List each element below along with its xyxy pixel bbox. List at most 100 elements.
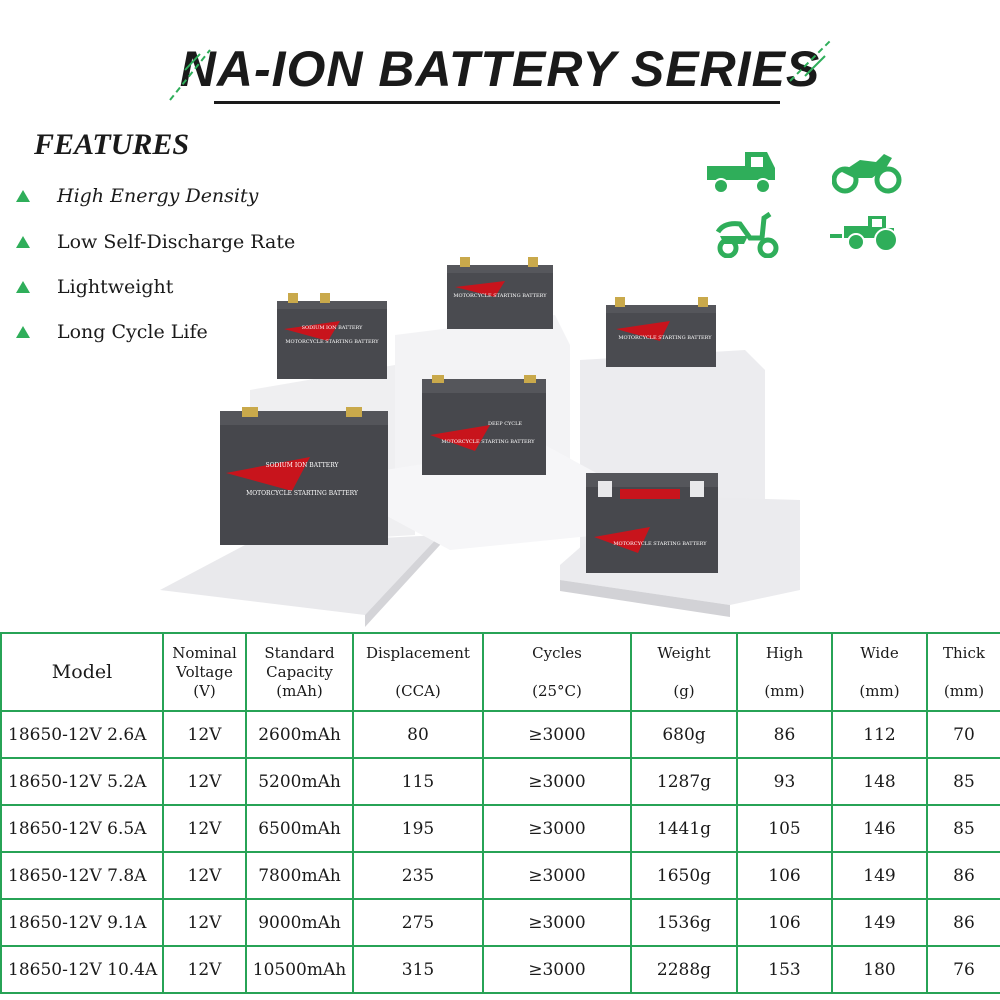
battery-brand-label: SODIUM ION BATTERY (302, 325, 364, 331)
cell-wide: 112 (831, 710, 928, 759)
feature-item: Low Self-Discharge Rate (16, 231, 295, 253)
cell-high: 86 (736, 710, 833, 759)
cell-weight: 2288g (630, 945, 738, 994)
cell-model: 18650-12V 10.4A (0, 945, 164, 994)
battery-name-label: MOTORCYCLE STARTING BATTERY (613, 541, 707, 547)
cell-displacement: 195 (352, 804, 484, 853)
cell-weight: 1650g (630, 851, 738, 900)
decor-left-lines (169, 49, 211, 101)
battery-brand-label: SODIUM ION BATTERY (266, 462, 340, 469)
cell-thick: 86 (926, 898, 1000, 947)
cell-voltage: 12V (162, 945, 247, 994)
cell-thick: 86 (926, 851, 1000, 900)
cell-model: 18650-12V 9.1A (0, 898, 164, 947)
triangle-bullet-icon (16, 236, 30, 248)
feature-label: High Energy Density (57, 185, 259, 207)
decor-right-lines (789, 40, 831, 82)
cell-capacity: 9000mAh (245, 898, 354, 947)
battery-name-label: MOTORCYCLE STARTING BATTERY (453, 293, 547, 299)
feature-item: Lightweight (16, 276, 173, 298)
triangle-bullet-icon (16, 326, 30, 338)
col-header-model: Model (0, 632, 164, 712)
table-row: 18650-12V 7.8A 12V 7800mAh 235 ≥3000 165… (0, 851, 1000, 900)
col-header-displacement: Displacement(CCA) (352, 632, 484, 712)
cell-weight: 680g (630, 710, 738, 759)
battery-name-label: MOTORCYCLE STARTING BATTERY (246, 490, 359, 497)
cell-high: 153 (736, 945, 833, 994)
cell-cycles: ≥3000 (482, 851, 632, 900)
feature-item: High Energy Density (16, 185, 258, 207)
cell-capacity: 2600mAh (245, 710, 354, 759)
battery-name-label: MOTORCYCLE STARTING BATTERY (441, 439, 535, 445)
page-title: NA-ION BATTERY SERIES (179, 41, 821, 97)
cell-wide: 149 (831, 898, 928, 947)
motorcycle-icon (832, 154, 902, 194)
cell-thick: 85 (926, 804, 1000, 853)
cell-displacement: 315 (352, 945, 484, 994)
cell-capacity: 10500mAh (245, 945, 354, 994)
battery-name-label: MOTORCYCLE STARTING BATTERY (285, 339, 379, 345)
cell-weight: 1441g (630, 804, 738, 853)
cell-cycles: ≥3000 (482, 898, 632, 947)
cell-voltage: 12V (162, 804, 247, 853)
cell-capacity: 7800mAh (245, 851, 354, 900)
cell-displacement: 275 (352, 898, 484, 947)
battery-name-label: MOTORCYCLE STARTING BATTERY (618, 335, 712, 341)
truck-icon (707, 152, 775, 194)
table-row: 18650-12V 6.5A 12V 6500mAh 195 ≥3000 144… (0, 804, 1000, 853)
cell-capacity: 5200mAh (245, 757, 354, 806)
tractor-icon (830, 216, 898, 252)
cell-high: 105 (736, 804, 833, 853)
col-header-wide: Wide(mm) (831, 632, 928, 712)
cell-voltage: 12V (162, 898, 247, 947)
cell-model: 18650-12V 7.8A (0, 851, 164, 900)
feature-label: Long Cycle Life (57, 321, 208, 343)
battery-image: MOTORCYCLE STARTING BATTERY (447, 257, 553, 329)
battery-image: SODIUM ION BATTERY MOTORCYCLE STARTING B… (277, 293, 387, 379)
cell-high: 106 (736, 898, 833, 947)
table-row: 18650-12V 5.2A 12V 5200mAh 115 ≥3000 128… (0, 757, 1000, 806)
cell-wide: 146 (831, 804, 928, 853)
features-heading: FEATURES (34, 128, 190, 161)
col-header-cycles: Cycles(25°C) (482, 632, 632, 712)
feature-label: Low Self-Discharge Rate (57, 231, 296, 253)
col-header-high: High(mm) (736, 632, 833, 712)
col-header-thick: Thick(mm) (926, 632, 1000, 712)
cell-wide: 180 (831, 945, 928, 994)
cell-model: 18650-12V 2.6A (0, 710, 164, 759)
battery-type-label: DEEP CYCLE (488, 421, 522, 427)
cell-cycles: ≥3000 (482, 804, 632, 853)
cell-weight: 1536g (630, 898, 738, 947)
title-underline (214, 101, 780, 104)
battery-image: MOTORCYCLE STARTING BATTERY (586, 473, 718, 573)
cell-voltage: 12V (162, 851, 247, 900)
cell-capacity: 6500mAh (245, 804, 354, 853)
cell-thick: 70 (926, 710, 1000, 759)
cell-thick: 76 (926, 945, 1000, 994)
cell-high: 106 (736, 851, 833, 900)
col-header-weight: Weight(g) (630, 632, 738, 712)
cell-model: 18650-12V 5.2A (0, 757, 164, 806)
cell-voltage: 12V (162, 757, 247, 806)
cell-cycles: ≥3000 (482, 757, 632, 806)
battery-image: DEEP CYCLE MOTORCYCLE STARTING BATTERY (422, 375, 546, 475)
cell-displacement: 235 (352, 851, 484, 900)
cell-cycles: ≥3000 (482, 945, 632, 994)
battery-product-scene: MOTORCYCLE STARTING BATTERY SODIUM ION B… (160, 257, 800, 627)
cell-displacement: 80 (352, 710, 484, 759)
cell-wide: 148 (831, 757, 928, 806)
cell-thick: 85 (926, 757, 1000, 806)
cell-voltage: 12V (162, 710, 247, 759)
cell-model: 18650-12V 6.5A (0, 804, 164, 853)
table-row: 18650-12V 2.6A 12V 2600mAh 80 ≥3000 680g… (0, 710, 1000, 759)
feature-item: Long Cycle Life (16, 321, 208, 343)
cell-displacement: 115 (352, 757, 484, 806)
battery-image: SODIUM ION BATTERY MOTORCYCLE STARTING B… (220, 407, 388, 545)
scooter-icon (715, 211, 779, 258)
cell-cycles: ≥3000 (482, 710, 632, 759)
cell-wide: 149 (831, 851, 928, 900)
triangle-bullet-icon (16, 190, 30, 202)
